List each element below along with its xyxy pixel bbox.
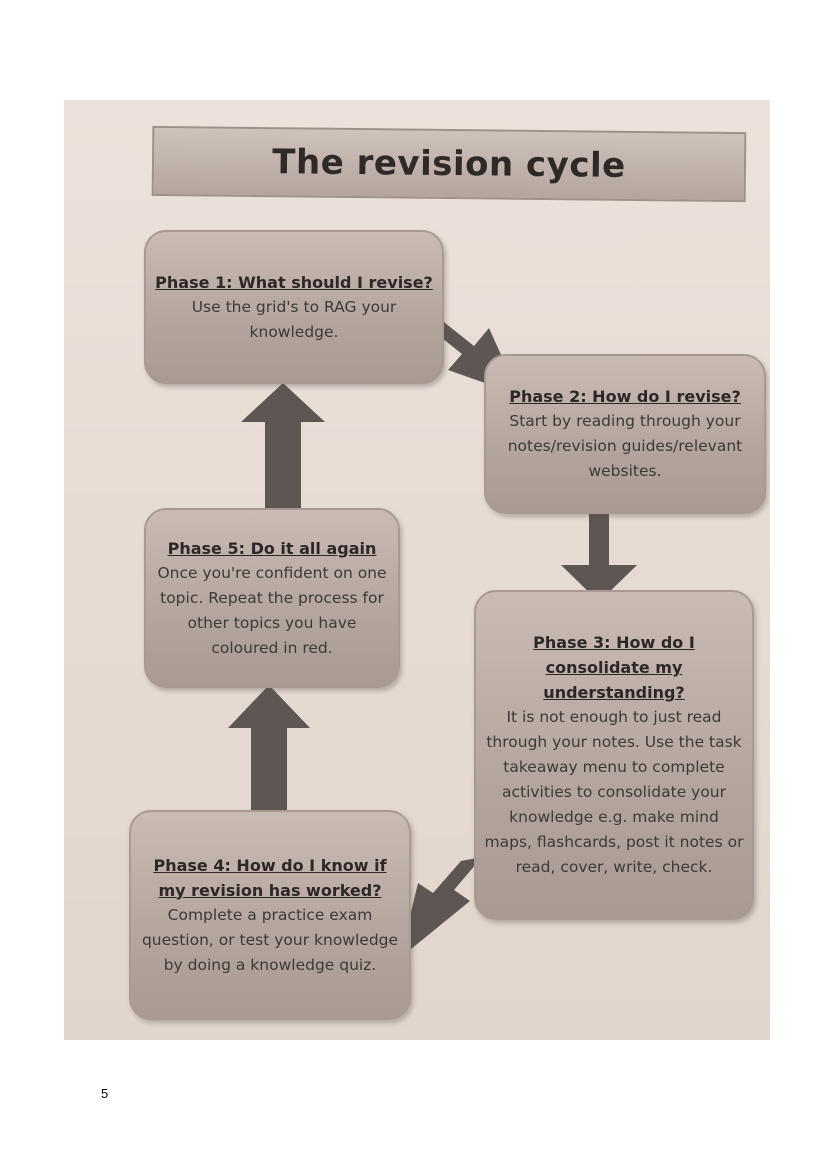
arrow-phase2-to-phase3 — [561, 510, 637, 602]
diagram-title: The revision cycle — [272, 142, 626, 186]
phase-2-box: Phase 2: How do I revise? Start by readi… — [484, 354, 766, 514]
arrow-phase4-to-phase5 — [228, 685, 310, 810]
phase-body: Use the grid's to RAG your knowledge. — [191, 297, 397, 341]
page-number: 5 — [101, 1086, 109, 1101]
arrow-phase5-to-phase1 — [241, 383, 325, 508]
phase-4-box: Phase 4: How do I know if my revision ha… — [129, 810, 411, 1020]
phase-3-box: Phase 3: How do I consolidate my underst… — [474, 590, 754, 920]
phase-heading: Phase 2: How do I revise? — [509, 387, 741, 406]
phase-heading: Phase 1: What should I revise? — [155, 272, 433, 292]
diagram-photo: The revision cycle Phase 1: What should … — [64, 100, 770, 1040]
phase-body: It is not enough to just read through yo… — [484, 708, 744, 876]
phase-heading: Phase 3: How do I consolidate my underst… — [533, 633, 695, 702]
phase-body: Start by reading through your notes/revi… — [507, 412, 743, 480]
phase-body: Once you're confident on one topic. Repe… — [157, 563, 387, 657]
phase-heading: Phase 5: Do it all again — [167, 538, 377, 558]
phase-body: Complete a practice exam question, or te… — [141, 905, 399, 974]
phase-heading: Phase 4: How do I know if my revision ha… — [153, 855, 387, 900]
phase-5-box: Phase 5: Do it all again Once you're con… — [144, 508, 400, 688]
arrow-phase3-to-phase4 — [400, 857, 482, 958]
title-banner: The revision cycle — [151, 125, 747, 203]
phase-1-box: Phase 1: What should I revise? Use the g… — [144, 230, 444, 384]
